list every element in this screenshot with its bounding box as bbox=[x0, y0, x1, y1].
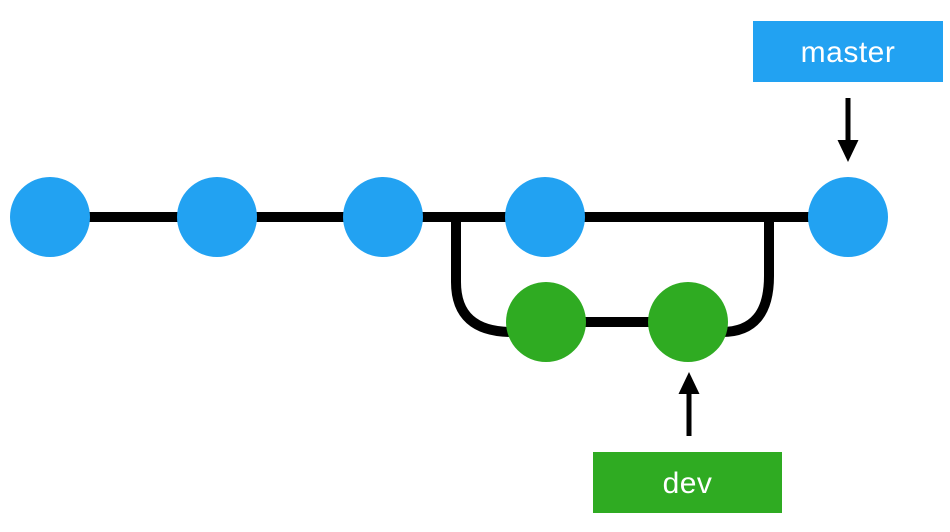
dev-label: dev bbox=[593, 452, 782, 513]
master-label: master bbox=[753, 21, 943, 82]
commit-node-master-2 bbox=[177, 177, 257, 257]
commit-node-dev-1 bbox=[506, 282, 586, 362]
dev-arrow-head-icon bbox=[678, 372, 700, 394]
commit-node-master-5 bbox=[808, 177, 888, 257]
master-label-text: master bbox=[801, 36, 896, 69]
master-label-box bbox=[753, 21, 943, 82]
commit-node-master-1 bbox=[10, 177, 90, 257]
master-arrow bbox=[837, 98, 859, 162]
dev-arrow bbox=[678, 372, 700, 436]
commit-node-dev-2 bbox=[648, 282, 728, 362]
dev-merge-curve bbox=[717, 212, 774, 337]
commit-node-master-3 bbox=[343, 177, 423, 257]
master-arrow-head-icon bbox=[837, 140, 859, 162]
dev-label-box bbox=[593, 452, 782, 513]
dev-label-text: dev bbox=[663, 467, 713, 500]
commit-node-master-4 bbox=[505, 177, 585, 257]
dev-fork-curve bbox=[451, 212, 517, 337]
